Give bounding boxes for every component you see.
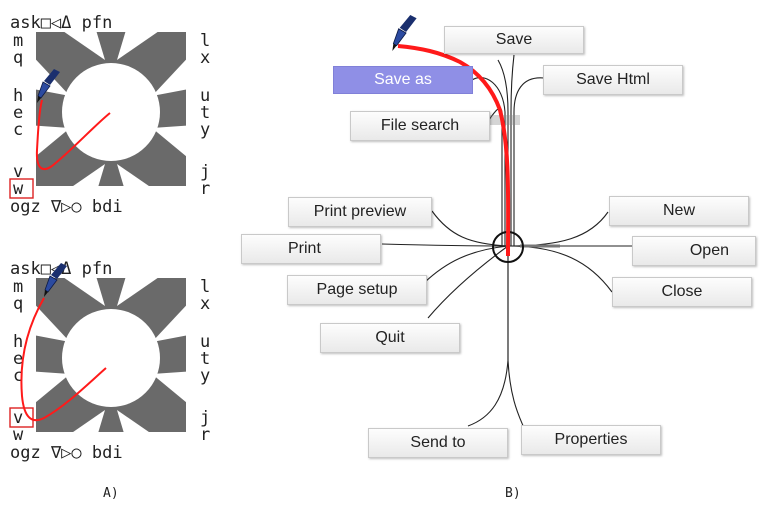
key-r: r — [200, 179, 210, 199]
menu-branches — [381, 54, 632, 429]
key-r: r — [200, 425, 210, 445]
left-column: m q h e c v w — [13, 277, 24, 445]
key-u: u — [200, 86, 210, 106]
print-preview-button[interactable]: Print preview — [288, 197, 432, 227]
key-q: q — [13, 48, 23, 68]
right-column: l x u t y j r — [200, 31, 210, 199]
save-button[interactable]: Save — [444, 26, 584, 54]
key-w: w — [13, 425, 24, 445]
caption-a: A) — [103, 486, 119, 501]
bottom-row: ogz ∇▷○ bdi — [10, 443, 123, 463]
key-q: q — [13, 294, 23, 314]
key-l: l — [200, 31, 210, 51]
bottom-row: ogz ∇▷○ bdi — [10, 197, 123, 217]
right-column: l x u t y j r — [200, 277, 210, 445]
key-t: t — [200, 103, 210, 123]
save-as-button[interactable]: Save as — [333, 66, 473, 94]
key-h: h — [13, 86, 23, 106]
key-j: j — [200, 408, 210, 428]
key-j: j — [200, 162, 210, 182]
panel-a-upper: ask□◁Δ pfn ogz ∇▷○ bdi m q h e c v w l x… — [8, 13, 214, 217]
key-y: y — [200, 120, 210, 140]
key-u: u — [200, 332, 210, 352]
key-x: x — [200, 48, 210, 68]
file-search-button[interactable]: File search — [350, 111, 490, 141]
key-v: v — [13, 408, 23, 428]
key-c: c — [13, 366, 23, 386]
stroke-path — [35, 99, 111, 170]
key-v: v — [13, 162, 23, 182]
caption-b: B) — [505, 486, 521, 501]
key-e: e — [13, 349, 23, 369]
new-button[interactable]: New — [609, 196, 749, 226]
key-l: l — [200, 277, 210, 297]
wheel-center — [62, 63, 160, 161]
left-column: m q h e c v w — [13, 31, 24, 199]
key-x: x — [200, 294, 210, 314]
open-button[interactable]: Open — [632, 236, 756, 266]
key-w: w — [13, 179, 24, 199]
selected-key-box — [9, 178, 34, 199]
key-h: h — [13, 332, 23, 352]
stroke-path — [20, 297, 107, 422]
properties-button[interactable]: Properties — [521, 425, 661, 455]
key-t: t — [200, 349, 210, 369]
send-to-button[interactable]: Send to — [368, 428, 508, 458]
top-row: ask□◁Δ pfn — [10, 13, 112, 33]
close-button[interactable]: Close — [612, 277, 752, 307]
selected-key-box — [9, 407, 34, 428]
key-m: m — [13, 277, 23, 297]
wheel-center — [62, 309, 160, 407]
key-m: m — [13, 31, 23, 51]
save-html-button[interactable]: Save Html — [543, 65, 683, 95]
stroke-path — [397, 44, 511, 257]
wheel-gaps — [8, 18, 214, 208]
print-button[interactable]: Print — [241, 234, 381, 264]
key-e: e — [13, 103, 23, 123]
quit-button[interactable]: Quit — [320, 323, 460, 353]
key-y: y — [200, 366, 210, 386]
panel-a-lower: ask□◁Δ pfn ogz ∇▷○ bdi m q h e c v w l x… — [8, 259, 214, 463]
page-setup-button[interactable]: Page setup — [287, 275, 427, 305]
wheel-gaps — [8, 264, 214, 454]
key-c: c — [13, 120, 23, 140]
